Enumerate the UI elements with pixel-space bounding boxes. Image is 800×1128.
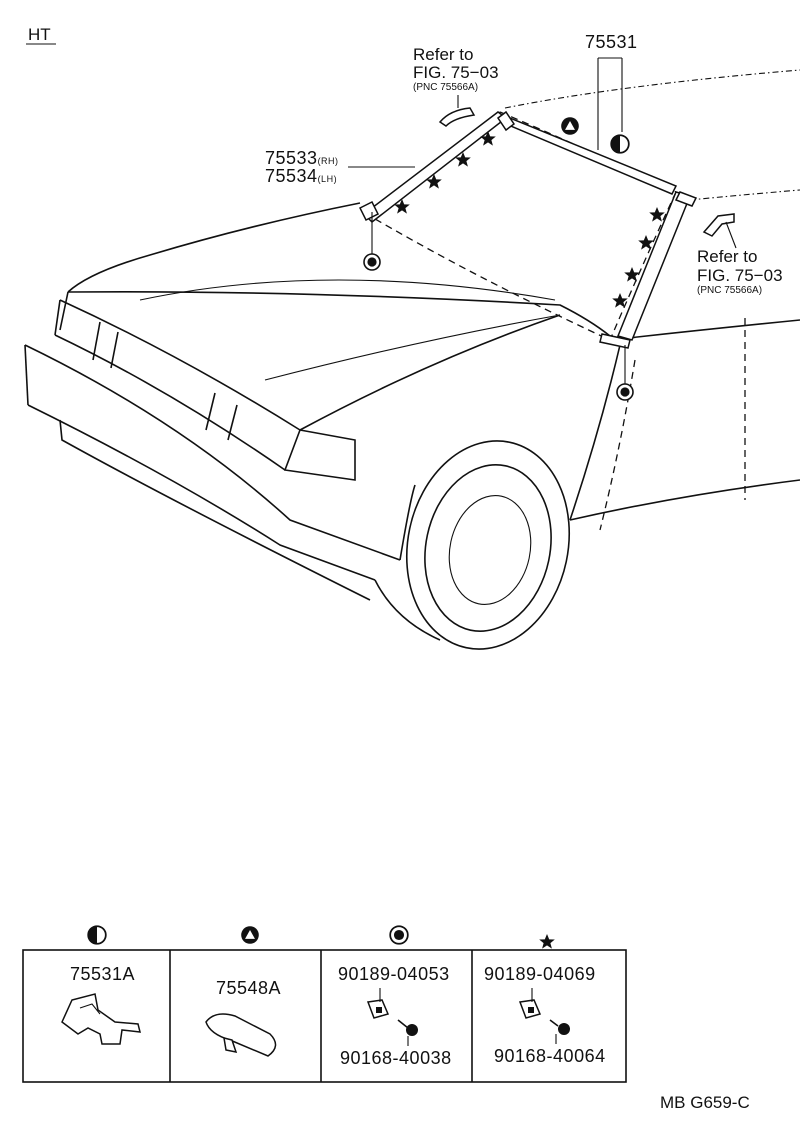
callout-refer-left: Refer to FIG. 75−03 (PNC 75566A) [413,45,499,93]
windshield-right-edge [609,191,677,341]
refer-left-line1: Refer to [413,45,473,64]
seal-strip-drawing [205,1013,277,1057]
star-icon [649,207,665,222]
callout-pillar: 75533(RH) 75534(LH) [265,148,415,186]
callout-75534-text: 75534(LH) [265,166,337,186]
roof-side-line [689,189,800,201]
legend-dot-icon [389,925,409,945]
wheel-hub [448,495,532,605]
legend-part-90168-40064: 90168-40064 [494,1046,606,1066]
half-circle-icon-callout [610,134,630,154]
legend-cell-dot: 90189-04053 90168-40038 [338,964,452,1068]
screw-drawing [406,1024,418,1036]
refer-part-top [438,107,476,127]
refer-left-line3: (PNC 75566A) [413,82,478,93]
callout-75533-text: 75533(RH) [265,148,339,168]
clip-dot-icon-right [616,383,634,401]
variant-label: HT [26,25,56,45]
legend-part-90168-40038: 90168-40038 [340,1048,452,1068]
legend-half-circle-icon [87,925,107,945]
refer-part-right [702,213,735,237]
molding-clip-drawing [61,993,141,1045]
callout-75531: 75531 [585,32,638,150]
callout-refer-right: Refer to FIG. 75−03 (PNC 75566A) [697,247,783,296]
screw-drawing [558,1023,570,1035]
refer-left-line2: FIG. 75−03 [413,63,499,82]
legend-cell-star: 90189-04069 90168-40064 [484,964,606,1066]
legend-star-icon [539,934,555,949]
legend-part-90189-04053: 90189-04053 [338,964,450,984]
star-icon [638,235,654,250]
callout-75531-text: 75531 [585,32,638,52]
star-markers [394,131,665,308]
pillar-molding-right [599,191,698,401]
drawing-code: MB G659-C [660,1093,750,1112]
legend-part-75531A: 75531A [70,964,135,984]
hood-front-edge [67,202,361,293]
legend-table: 75531A 75548A 90189-04053 90168-40038 90… [22,925,627,1083]
legend-cell-75531A: 75531A [61,964,141,1045]
clip-dot-icon-left [363,253,381,271]
triangle-icon-callout [561,117,579,135]
legend-cell-75548A: 75548A [205,978,281,1057]
windshield-bottom-edge [364,212,611,341]
refer-right-line3: (PNC 75566A) [697,285,762,296]
pillar-molding-left [358,111,508,271]
front-tire [405,440,571,650]
roof-line [504,69,800,109]
windshield-upper-molding [496,110,678,195]
refer-right-line1: Refer to [697,247,757,266]
star-icon [624,267,640,282]
variant-label-text: HT [28,25,51,44]
refer-right-line2: FIG. 75−03 [697,266,783,285]
legend-part-90189-04069: 90189-04069 [484,964,596,984]
legend-triangle-icon [241,926,259,944]
car-body-drawing [24,69,800,650]
legend-part-75548A: 75548A [216,978,281,998]
